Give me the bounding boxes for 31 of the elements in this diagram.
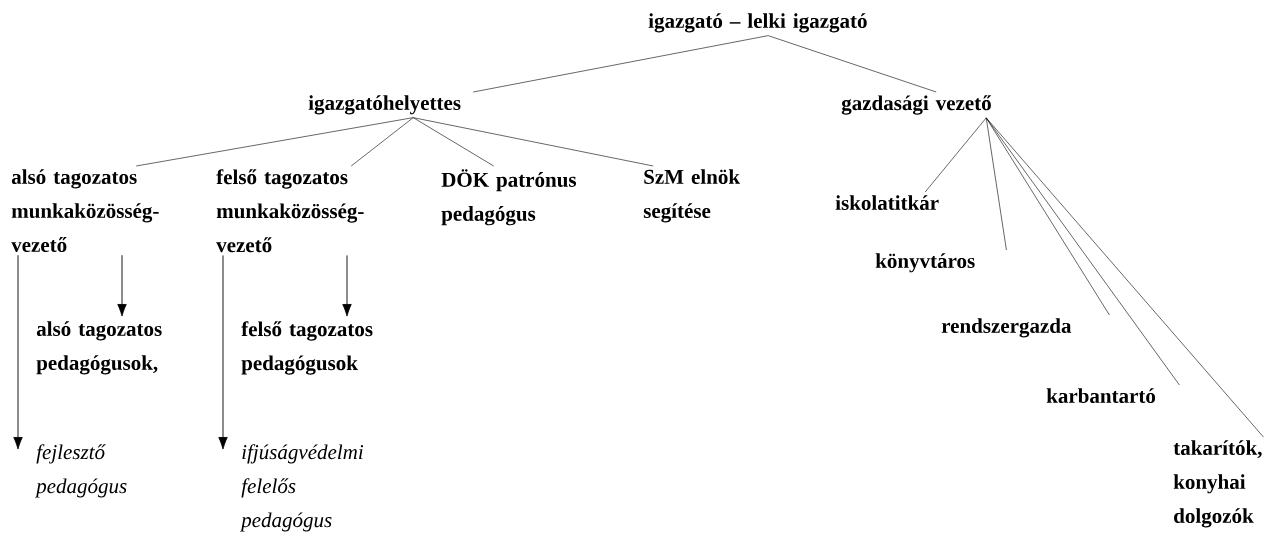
org-label: alsó tagozatos pedagógusok, bbox=[36, 321, 162, 375]
connector-line bbox=[924, 117, 987, 193]
org-label: igazgatóhelyettes bbox=[308, 95, 461, 115]
connector-line bbox=[767, 35, 937, 93]
connector-line bbox=[350, 117, 414, 167]
org-label: DÖK patrónus pedagógus bbox=[441, 169, 577, 226]
org-label: karbantartó bbox=[1046, 388, 1156, 403]
connector-line bbox=[985, 117, 1264, 438]
org-label: felső tagozatos munkaközösség-vezető bbox=[216, 169, 364, 253]
org-label: ifjúságvédelmi felelős pedagógus bbox=[240, 444, 364, 532]
connector-line bbox=[985, 117, 1110, 316]
org-label: rendszergazda bbox=[941, 318, 1072, 338]
org-label: alsó tagozatos munkaközösség-vezető bbox=[11, 169, 159, 252]
connector-line bbox=[135, 117, 414, 167]
org-label: igazgató – lelki igazgató bbox=[648, 13, 867, 33]
org-label: SzM elnök segítése bbox=[643, 169, 740, 223]
arrow bbox=[342, 254, 352, 317]
org-label: könyvtáros bbox=[875, 253, 975, 273]
org-label: fejlesztő pedagógus bbox=[35, 444, 127, 498]
arrow bbox=[218, 254, 228, 450]
arrow bbox=[13, 254, 23, 450]
connector-line bbox=[985, 117, 1180, 386]
connector-line bbox=[985, 117, 1007, 251]
connector-line bbox=[472, 35, 769, 93]
arrow bbox=[117, 254, 127, 317]
org-label: takarítók, konyhai dolgozók bbox=[1173, 440, 1262, 528]
org-label: felső tagozatos pedagógusok bbox=[241, 321, 373, 375]
org-label: iskolatitkár bbox=[835, 195, 939, 210]
org-label: gazdasági vezető bbox=[841, 95, 992, 115]
connector-line bbox=[412, 117, 654, 167]
connector-line bbox=[412, 117, 494, 167]
